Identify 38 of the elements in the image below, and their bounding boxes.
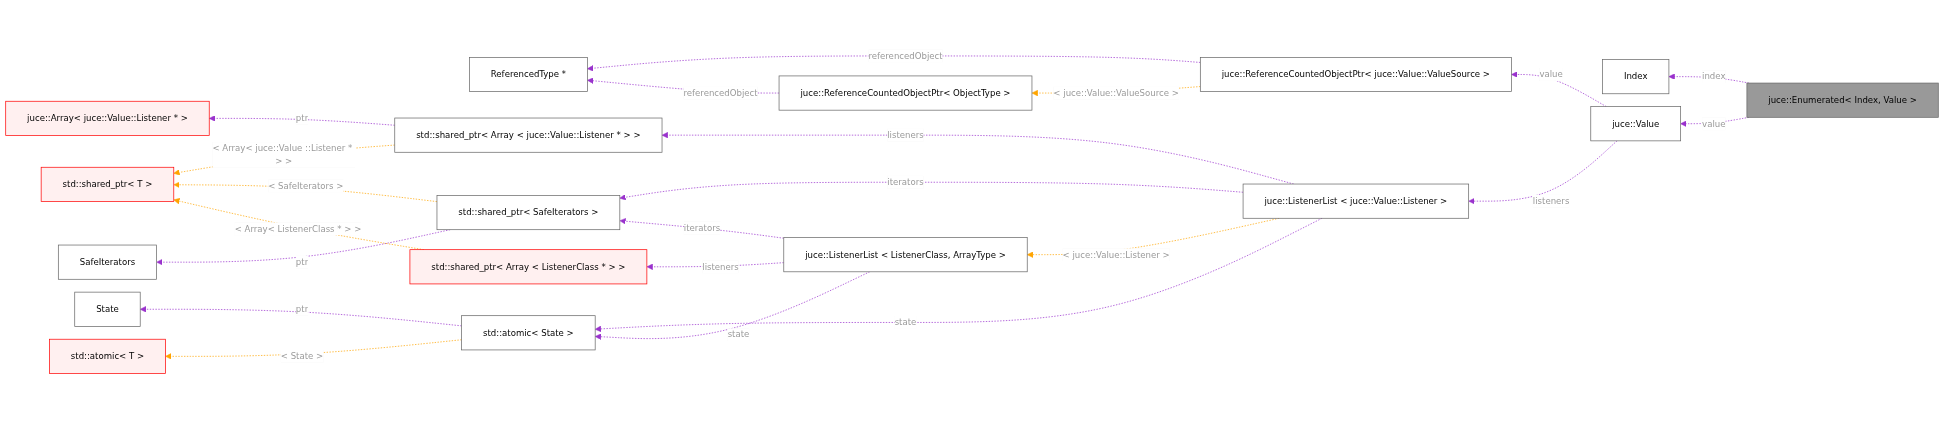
node-box: juce::ListenerList < juce::Value::Listener > xyxy=(1242,183,1470,219)
node-box: ReferencedType * xyxy=(469,57,588,92)
edge-label: referencedObject xyxy=(683,88,758,99)
node-box: std::shared_ptr< SafeIterators > xyxy=(436,195,621,231)
edge-label: state xyxy=(727,329,750,340)
node-box: juce::Value xyxy=(1590,106,1681,142)
node-box: State xyxy=(74,291,141,327)
node-box: juce::ReferenceCountedObjectPtr< juce::Value::ValueSource > xyxy=(1199,57,1512,92)
node-box: Index xyxy=(1602,59,1670,95)
edge-label: < juce::Value::Listener > xyxy=(1062,249,1170,260)
edge-label: listeners xyxy=(887,130,924,141)
node-box: std::atomic< T > xyxy=(49,338,166,374)
node-box: std::shared_ptr< Array < juce::Value::Listener * > > xyxy=(394,117,663,153)
edge-label: ptr xyxy=(295,113,309,124)
edge-label: index xyxy=(1702,71,1726,82)
edge-label: < State > xyxy=(280,351,324,362)
node-box: std::shared_ptr< Array < ListenerClass * > > xyxy=(409,249,648,285)
edge-label: state xyxy=(894,317,917,328)
edge-label: < Array< ListenerClass * > > xyxy=(234,223,362,234)
edge-label: < juce::Value::ValueSource > xyxy=(1053,88,1179,99)
edge-label: iterators xyxy=(683,223,721,234)
node-box: juce::ReferenceCountedObjectPtr< ObjectType > xyxy=(778,75,1033,111)
edge-label: ptr xyxy=(295,304,309,315)
edge-label: referencedObject xyxy=(868,50,943,61)
edge-label: value xyxy=(1539,69,1563,80)
edge-label: < SafeIterators > xyxy=(268,180,344,191)
edge-label: < Array< juce::Value ::Listener * > > xyxy=(212,143,353,167)
node-box: std::atomic< State > xyxy=(461,315,596,351)
edge-label: value xyxy=(1702,118,1726,129)
edge-label: listeners xyxy=(1532,196,1570,207)
edge-label: iterators xyxy=(887,177,924,188)
edge-label: ptr xyxy=(295,257,309,268)
node-box: std::shared_ptr< T > xyxy=(40,166,175,202)
node-box: juce::Array< juce::Value::Listener * > xyxy=(5,100,210,136)
node-box: juce::Enumerated< Index, Value > xyxy=(1746,82,1939,118)
edge-label: listeners xyxy=(702,261,739,272)
node-box: SafeIterators xyxy=(57,244,157,280)
node-box: juce::ListenerList < ListenerClass, ArrayType > xyxy=(783,237,1028,273)
